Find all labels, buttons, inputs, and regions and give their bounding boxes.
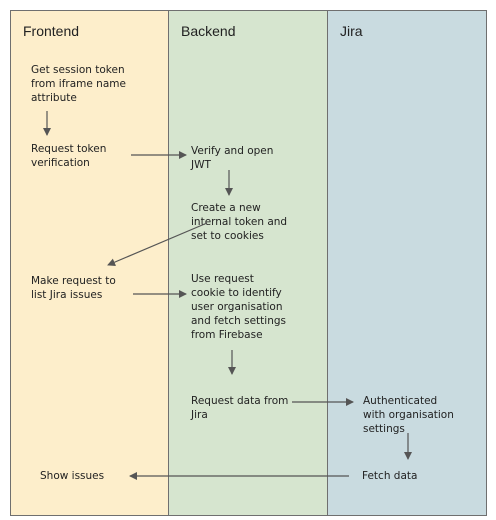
node-request-token-verification: Request token verification xyxy=(31,143,107,169)
lane-backend: Backend xyxy=(169,10,328,516)
node-verify-open-jwt: Verify and open JWT xyxy=(191,145,274,171)
lane-title-frontend: Frontend xyxy=(23,23,80,39)
node-make-request-list-issues: Make request to list Jira issues xyxy=(31,275,116,301)
node-authenticated-with-settings: Authenticated with organisation settings xyxy=(363,395,454,435)
lane-title-backend: Backend xyxy=(181,23,236,39)
node-show-issues: Show issues xyxy=(40,470,105,482)
lane-jira: Jira xyxy=(328,10,487,516)
node-get-session-token: Get session token from iframe name attri… xyxy=(31,64,126,104)
lane-title-jira: Jira xyxy=(340,23,363,39)
node-use-request-cookie: Use request cookie to identify user orga… xyxy=(191,273,287,341)
node-fetch-data: Fetch data xyxy=(362,470,418,482)
node-create-internal-token: Create a new internal token and set to c… xyxy=(191,202,288,242)
node-request-data-from-jira: Request data from Jira xyxy=(191,395,289,421)
